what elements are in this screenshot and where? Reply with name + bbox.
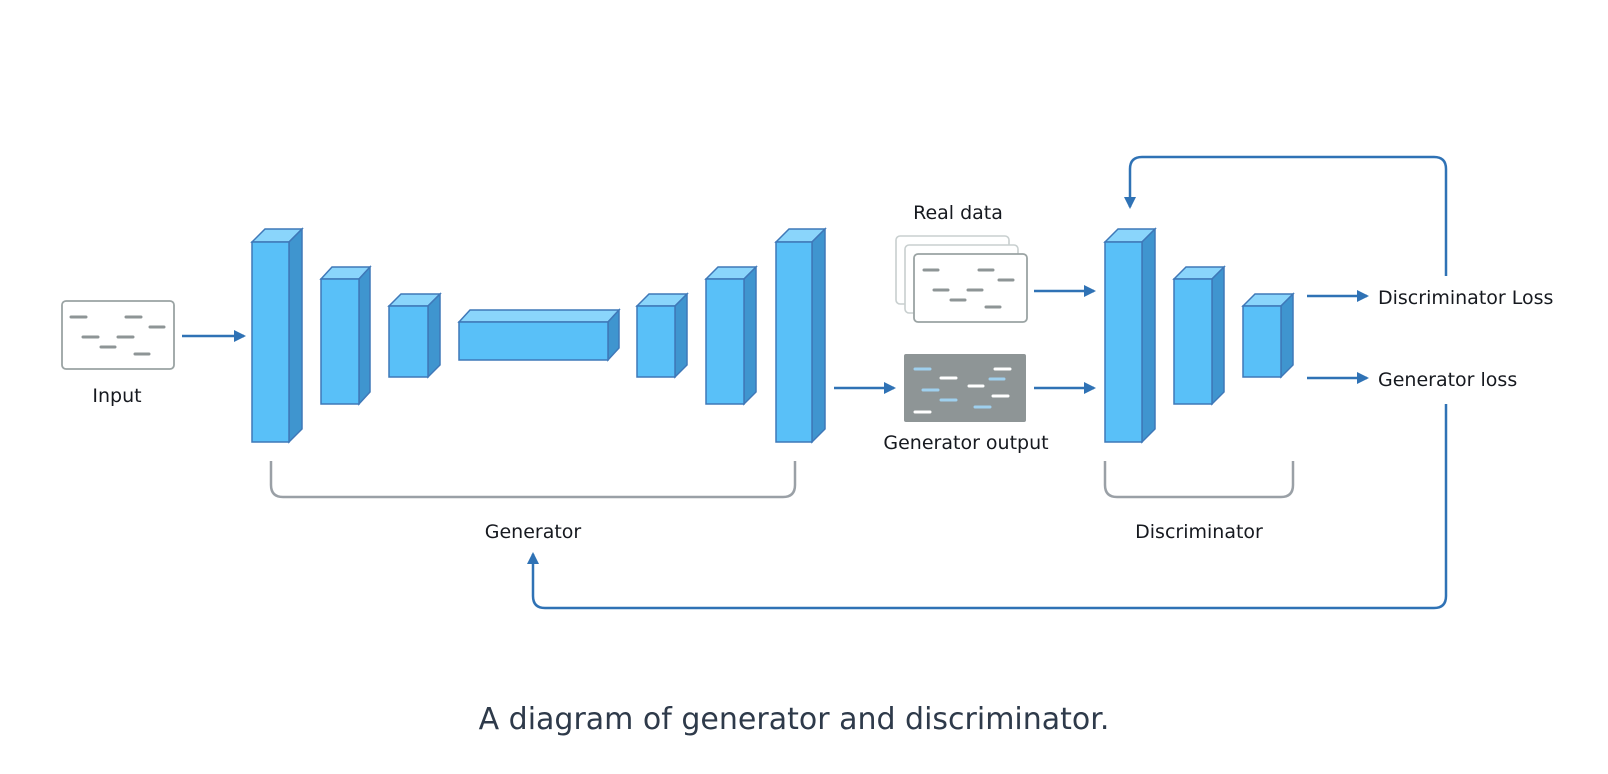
generator-output-label: Generator output [883, 432, 1048, 454]
generator-layer-3 [387, 292, 442, 379]
discriminator-layer-1 [1103, 227, 1157, 444]
feedback-arrow-discriminator [1124, 155, 1448, 276]
discriminator-layer-3 [1241, 292, 1295, 379]
generator-bottleneck [457, 308, 621, 362]
discriminator-label: Discriminator [1135, 521, 1263, 543]
generator-output-card [904, 354, 1026, 422]
generator-layer-7 [774, 227, 827, 444]
discriminator-layer-2 [1172, 265, 1226, 406]
discriminator-bracket [1103, 461, 1295, 499]
input-label: Input [92, 385, 141, 407]
generator-layer-2 [319, 265, 372, 406]
generator-loss-label: Generator loss [1378, 369, 1517, 391]
feedback-arrow-generator [527, 404, 1448, 610]
generator-layer-1 [250, 227, 304, 444]
real-data-cards [895, 235, 1028, 323]
real-data-label: Real data [913, 202, 1003, 224]
input-card [61, 300, 175, 370]
diagram-caption: A diagram of generator and discriminator… [479, 702, 1110, 737]
generator-layer-5 [635, 292, 689, 379]
generator-label: Generator [485, 521, 582, 543]
generator-bracket [269, 461, 797, 499]
discriminator-loss-label: Discriminator Loss [1378, 287, 1553, 309]
generator-layer-6 [704, 265, 758, 406]
